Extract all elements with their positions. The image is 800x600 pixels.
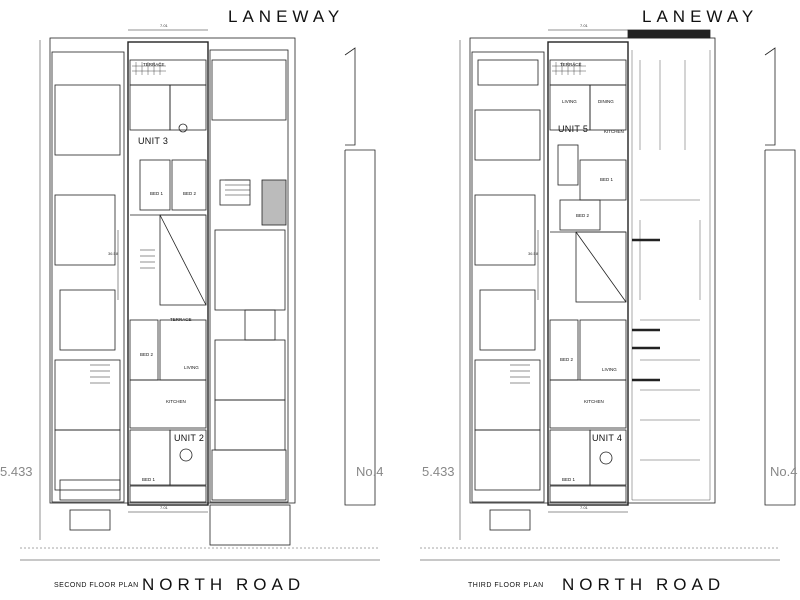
dimension-bottom: 7.01 [160, 505, 168, 510]
room-label: LIVING [184, 365, 199, 370]
plan-title: THIRD FLOOR PLAN [468, 582, 544, 589]
street-north: NORTH [142, 575, 228, 594]
plan-title: SECOND FLOOR PLAN [54, 582, 139, 589]
dimension-side: 36.58 [528, 251, 539, 256]
room-label: BED 2 [183, 191, 197, 196]
room-label: TERRACE [170, 317, 192, 322]
third-floor-plan: LANEWAY 7.01 7.01 36.58 UNIT 5 UNIT 4 LI… [400, 0, 800, 600]
dimension-side: 36.58 [108, 251, 119, 256]
neighbour-left-building [51, 51, 125, 503]
street-road: ROAD [656, 575, 726, 594]
room-label: BED 2 [140, 352, 154, 357]
room-label: KITCHEN [604, 129, 624, 134]
unit-label-lower: UNIT 4 [592, 433, 623, 443]
street-road: ROAD [236, 575, 306, 594]
neighbour-number-right: No.4 [770, 464, 798, 479]
third-floor-drawing [420, 29, 796, 561]
room-label: BED 2 [560, 357, 574, 362]
neighbour-number-right: No.4 [356, 464, 384, 479]
room-label: KITCHEN [584, 399, 604, 404]
room-label: DINING [598, 99, 614, 104]
unit-label-upper: UNIT 3 [138, 136, 169, 146]
neighbour-right-building [209, 49, 289, 503]
room-label: BED 1 [142, 477, 156, 482]
second-floor-plan: LANEWAY 7.01 7.01 36.58 UNIT 3 UNIT 2 BE… [0, 7, 384, 594]
room-label: BED 1 [562, 477, 576, 482]
room-label: TERRACE [143, 62, 165, 67]
dimension-top: 7.01 [580, 23, 588, 28]
street-north: NORTH [562, 575, 648, 594]
room-label: LIVING [562, 99, 577, 104]
room-label: TERRACE [560, 62, 582, 67]
street-laneway: LANEWAY [642, 7, 759, 26]
room-label: BED 1 [150, 191, 164, 196]
dimension-bottom: 7.01 [580, 505, 588, 510]
site-boundary [49, 37, 296, 504]
neighbour-number-left: 5.433 [0, 464, 33, 479]
second-floor-drawing [20, 29, 380, 561]
subject-lot [127, 41, 209, 506]
room-label: KITCHEN [166, 399, 186, 404]
dimension-top: 7.01 [160, 23, 168, 28]
room-label: BED 1 [600, 177, 614, 182]
site-boundary [469, 37, 716, 504]
street-laneway: LANEWAY [228, 7, 345, 26]
unit-label-lower: UNIT 2 [174, 433, 205, 443]
room-label: LIVING [602, 367, 617, 372]
unit-label-upper: UNIT 5 [558, 124, 589, 134]
neighbour-number-left: 5.433 [422, 464, 455, 479]
subject-lot [547, 41, 629, 506]
room-label: BED 2 [576, 213, 590, 218]
